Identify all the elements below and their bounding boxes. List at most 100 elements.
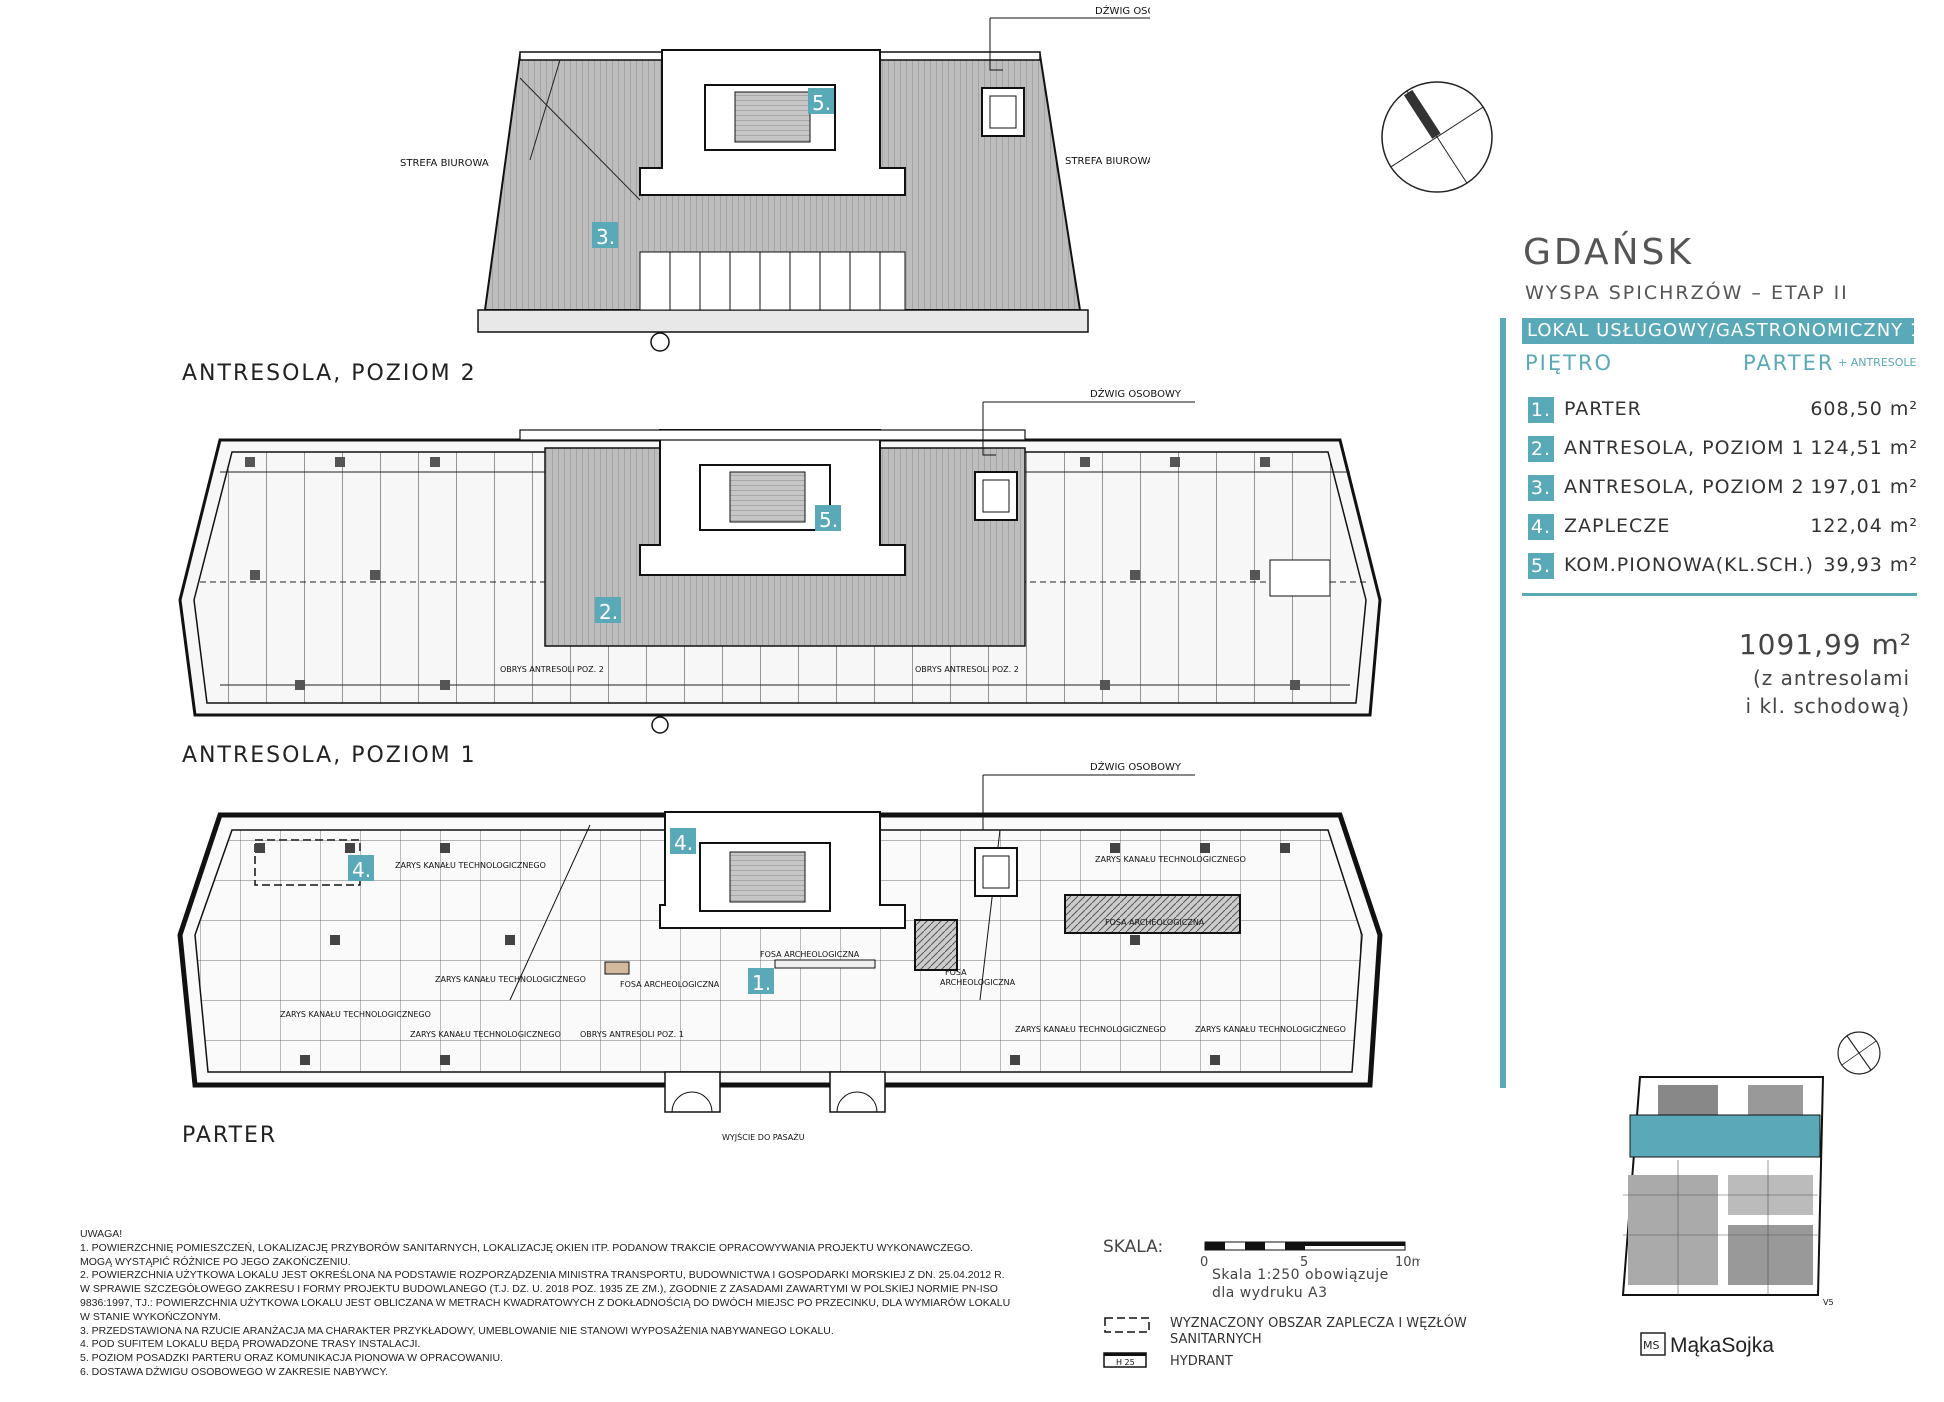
outline-right-label: OBRYS ANTRESOLI POZ. 2 <box>915 665 1019 674</box>
marker-3 <box>592 222 618 248</box>
marker-5-l2 <box>808 88 834 114</box>
plan-parter: DŹWIG OSOBOWY WYJŚCIE DO PASAŻU ZARYS KA… <box>177 760 1383 1148</box>
room-name: ANTRESOLA, POZIOM 2 <box>1564 476 1805 498</box>
note-line: 6. DOSTAWA DŹWIGU OSOBOWEGO W ZAKRESIE N… <box>80 1365 389 1378</box>
outline-l1-label: OBRYS ANTRESOLI POZ. 1 <box>580 1030 684 1039</box>
marker-3-text: 3. <box>596 225 615 249</box>
marker-4 <box>348 855 374 881</box>
note-line: 5. POZIOM POSADZKI PARTERU ORAZ KOMUNIKA… <box>80 1352 503 1365</box>
small-north-arrow-icon <box>1837 1031 1881 1075</box>
marker-1 <box>748 968 774 994</box>
room-name: ANTRESOLA, POZIOM 1 <box>1564 437 1805 459</box>
room-name: PARTER <box>1564 398 1642 420</box>
marker-4b-text: 4. <box>674 831 693 855</box>
note-line: 1. POWIERZCHNIĘ POMIESZCZEŃ, LOKALIZACJĘ… <box>80 1241 974 1254</box>
floor-extra: + ANTRESOLE <box>1838 356 1917 369</box>
room-unit: m² <box>1889 398 1918 420</box>
city-title: GDAŃSK <box>1523 232 1694 273</box>
note-line: 2. POWIERZCHNIA UŻYTKOWA LOKALU JEST OKR… <box>80 1269 1005 1282</box>
plan-antresola-poziom-1: DŹWIG OSOBOWY OBRYS ANTRESOLI POZ. 2 OBR… <box>178 387 1382 768</box>
channel-label-3: ZARYS KANAŁU TECHNOLOGICZNEGO <box>280 1010 431 1019</box>
total-note-2: i kl. schodową) <box>1745 694 1910 718</box>
marker-2 <box>595 597 621 623</box>
room-row-5: 5. KOM.PIONOWA(KL.SCH.) 39,93 m² <box>1528 551 1918 583</box>
notes-block: UWAGA! 1. POWIERZCHNIĘ POMIESZCZEŃ, LOKA… <box>80 1228 1030 1380</box>
service-area-legend: WYZNACZONY OBSZAR ZAPLECZA I WĘZŁÓW SANI… <box>1170 1316 1467 1347</box>
plan-title-ground: PARTER <box>182 1123 277 1148</box>
hydrant-legend: HYDRANT <box>1170 1354 1233 1369</box>
note-line: 4. POD SUFITEM LOKALU BĘDĄ PROWADZONE TR… <box>80 1338 421 1351</box>
note-line: MOGĄ WYSTĄPIĆ RÓŻNICE PO JEGO ZAKOŃCZENI… <box>80 1255 351 1268</box>
notes-heading: UWAGA! <box>80 1228 123 1240</box>
room-row-3: 3. ANTRESOLA, POZIOM 2 197,01 m² <box>1528 473 1918 505</box>
plan-antresola-poziom-2: DŹWIG OSOBOWY STREFA BIUROWA STREFA BIUR… <box>182 4 1150 386</box>
moat-label-3: FOSA ARCHEOLOGICZNA <box>620 980 720 989</box>
marker-1-text: 1. <box>752 971 771 995</box>
service-area-legend-icon <box>1104 1317 1150 1333</box>
room-unit: m² <box>1889 515 1918 537</box>
room-name: KOM.PIONOWA(KL.SCH.) <box>1564 554 1814 576</box>
moat-label-4: ARCHEOLOGICZNA <box>940 978 1016 987</box>
scale-tick-10: 10m <box>1395 1255 1420 1270</box>
channel-label-1: ZARYS KANAŁU TECHNOLOGICZNEGO <box>395 861 546 870</box>
unit-title: LOKAL USŁUGOWY/GASTRONOMICZNY 10 <box>1527 320 1935 341</box>
channel-label-5: ZARYS KANAŁU TECHNOLOGICZNEGO <box>1015 1025 1166 1034</box>
room-area: 197,01 <box>1810 476 1883 498</box>
scale-tick-0: 0 <box>1200 1255 1208 1270</box>
north-arrow-icon <box>1381 81 1493 193</box>
note-line: 9836:1997, TJ.: POWIERZCHNIA UŻYTKOWA LO… <box>80 1296 1011 1309</box>
marker-5-l1 <box>815 505 841 531</box>
vertical-divider <box>1500 318 1506 1088</box>
note-line: 3. PRZEDSTAWIONA NA RZUCIE ARANŻACJA MA … <box>80 1324 834 1337</box>
room-area: 124,51 <box>1810 437 1883 459</box>
room-name: ZAPLECZE <box>1564 515 1671 537</box>
keyplan-tag: V5 <box>1823 1298 1834 1307</box>
lift-label-ground: DŹWIG OSOBOWY <box>1090 760 1182 773</box>
lift-label-l1: DŹWIG OSOBOWY <box>1090 387 1182 400</box>
moat-label-2: FOSA ARCHEOLOGICZNA <box>760 950 860 959</box>
total-note-1: (z antresolami <box>1752 666 1910 690</box>
floor-label: PIĘTRO <box>1525 351 1614 375</box>
room-area: 39,93 <box>1823 554 1883 576</box>
scale-note-2: dla wydruku A3 <box>1212 1285 1328 1301</box>
hydrant-legend-icon: H 25 <box>1103 1352 1147 1368</box>
marker-2-text: 2. <box>599 600 618 624</box>
room-area: 122,04 <box>1810 515 1883 537</box>
channel-label-6: ZARYS KANAŁU TECHNOLOGICZNEGO <box>1195 1025 1346 1034</box>
lift-label-l2: DŹWIG OSOBOWY <box>1095 4 1150 17</box>
brand-logo-text: MS <box>1643 1339 1659 1352</box>
moat-label-1: FOSA ARCHEOLOGICZNA <box>1105 918 1205 927</box>
table-underline <box>1522 593 1917 596</box>
floor-value: PARTER <box>1743 351 1835 375</box>
room-row-1: 1. PARTER 608,50 m² <box>1528 395 1918 427</box>
marker-4-text: 4. <box>352 858 371 882</box>
room-unit: m² <box>1889 437 1918 459</box>
unit-banner <box>1522 318 1914 344</box>
plan-title-l1: ANTRESOLA, POZIOM 1 <box>182 743 477 768</box>
room-unit: m² <box>1889 476 1918 498</box>
room-row-4: 4. ZAPLECZE 122,04 m² <box>1528 512 1918 544</box>
brand-name: MąkaSojka <box>1670 1334 1774 1357</box>
room-num: 1. <box>1528 397 1554 423</box>
plan-title-l2: ANTRESOLA, POZIOM 2 <box>182 361 477 386</box>
channel-label-7: ZARYS KANAŁU TECHNOLOGICZNEGO <box>1095 855 1246 864</box>
room-num: 5. <box>1528 553 1554 579</box>
hydrant-tag: H 25 <box>1116 1358 1135 1367</box>
channel-label-2: ZARYS KANAŁU TECHNOLOGICZNEGO <box>435 975 586 984</box>
outline-left-label: OBRYS ANTRESOLI POZ. 2 <box>500 665 604 674</box>
scale-tick-5: 5 <box>1300 1255 1308 1270</box>
project-title: WYSPA SPICHRZÓW – ETAP II <box>1525 282 1849 304</box>
key-plan: V5 <box>1621 1076 1834 1307</box>
note-line: W SPRAWIE SZCZEGÓŁOWEGO ZAKRESU I FORMY … <box>80 1283 998 1296</box>
exit-label: WYJŚCIE DO PASAŻU <box>722 1131 805 1142</box>
room-area: 608,50 <box>1810 398 1883 420</box>
moat-label-5: FOSA <box>945 968 967 977</box>
note-line: W STANIE WYKOŃCZONYM. <box>80 1310 221 1323</box>
scale-bar: 0 5 10m <box>1200 1241 1420 1270</box>
room-num: 3. <box>1528 475 1554 501</box>
zone-right-label: STREFA BIUROWA <box>1065 156 1150 167</box>
brand-logo-icon: MS <box>1640 1332 1666 1356</box>
marker-5-l2-text: 5. <box>812 91 831 115</box>
room-row-2: 2. ANTRESOLA, POZIOM 1 124,51 m² <box>1528 434 1918 466</box>
room-num: 2. <box>1528 436 1554 462</box>
